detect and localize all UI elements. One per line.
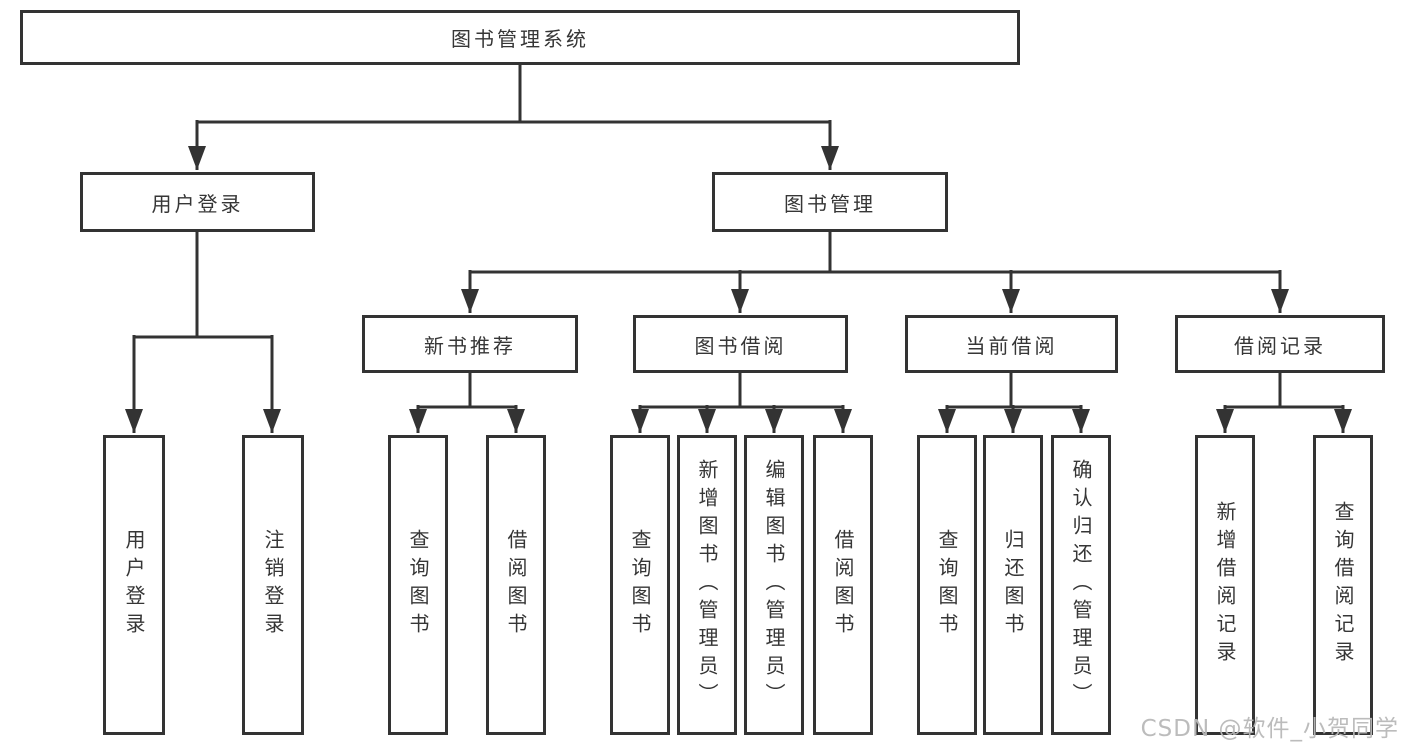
leaf-label: 归还图书: [1001, 529, 1025, 641]
leaf-logout: 注销登录: [242, 435, 304, 735]
leaf-add-books-admin: 新增图书（管理员）: [677, 435, 737, 735]
leaf-label: 查询图书: [935, 529, 959, 641]
leaf-label: 查询借阅记录: [1331, 501, 1355, 669]
leaf-label: 注销登录: [261, 529, 285, 641]
leaf-label: 新增借阅记录: [1213, 501, 1237, 669]
node-current-borrowing: 当前借阅: [905, 315, 1118, 373]
leaf-label: 新增图书（管理员）: [695, 459, 719, 711]
node-user-login: 用户登录: [80, 172, 315, 232]
leaf-user-login: 用户登录: [103, 435, 165, 735]
leaf-borrow-books-2: 借阅图书: [813, 435, 873, 735]
leaf-query-books-1: 查询图书: [388, 435, 448, 735]
leaf-label: 借阅图书: [831, 529, 855, 641]
node-book-management: 图书管理: [712, 172, 948, 232]
leaf-edit-books-admin: 编辑图书（管理员）: [744, 435, 804, 735]
node-borrowing-records: 借阅记录: [1175, 315, 1385, 373]
node-new-book-recommend: 新书推荐: [362, 315, 578, 373]
leaf-query-borrow-record: 查询借阅记录: [1313, 435, 1373, 735]
leaf-borrow-books-1: 借阅图书: [486, 435, 546, 735]
leaf-query-books-3: 查询图书: [917, 435, 977, 735]
node-book-borrowing: 图书借阅: [633, 315, 848, 373]
node-root-library-system: 图书管理系统: [20, 10, 1020, 65]
leaf-label: 查询图书: [628, 529, 652, 641]
leaf-label: 编辑图书（管理员）: [762, 459, 786, 711]
leaf-confirm-return-admin: 确认归还（管理员）: [1051, 435, 1111, 735]
leaf-add-borrow-record: 新增借阅记录: [1195, 435, 1255, 735]
leaf-label: 查询图书: [406, 529, 430, 641]
leaf-query-books-2: 查询图书: [610, 435, 670, 735]
leaf-return-books: 归还图书: [983, 435, 1043, 735]
leaf-label: 借阅图书: [504, 529, 528, 641]
leaf-label: 确认归还（管理员）: [1069, 459, 1093, 711]
leaf-label: 用户登录: [122, 529, 146, 641]
csdn-watermark: CSDN @软件_小贺同学: [1140, 716, 1399, 742]
